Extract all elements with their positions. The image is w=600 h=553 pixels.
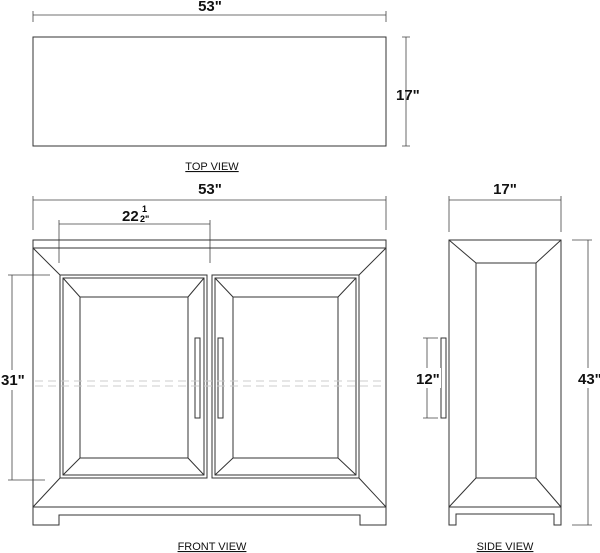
side-handle	[440, 337, 447, 419]
left-door	[59, 274, 208, 479]
front-view: 53" 22 1 2" 31" FRONT VIEW	[0, 181, 387, 553]
top-width-dim: 53"	[198, 0, 222, 15]
top-outline	[32, 36, 387, 147]
door-height-dim: 31"	[1, 372, 25, 389]
door-width-dim: 22	[122, 208, 139, 225]
right-handle	[217, 337, 224, 419]
side-view-label: SIDE VIEW	[477, 541, 534, 553]
left-handle	[194, 337, 201, 419]
right-door	[211, 274, 360, 479]
front-width-dim: 53"	[198, 181, 222, 198]
top-depth-dim: 17"	[396, 87, 420, 104]
door-width-fraction-num: 1	[142, 204, 147, 214]
top-view: 53" 17" TOP VIEW	[32, 0, 420, 173]
handle-length-dim: 12"	[416, 371, 440, 388]
front-view-label: FRONT VIEW	[178, 541, 247, 553]
total-height-dim: 43"	[578, 371, 600, 388]
door-width-fraction-den: 2"	[140, 214, 149, 224]
side-view: 17" 12" 43" SIDE VIEW	[413, 181, 600, 553]
top-view-label: TOP VIEW	[185, 161, 239, 173]
side-depth-dim: 17"	[493, 181, 517, 198]
